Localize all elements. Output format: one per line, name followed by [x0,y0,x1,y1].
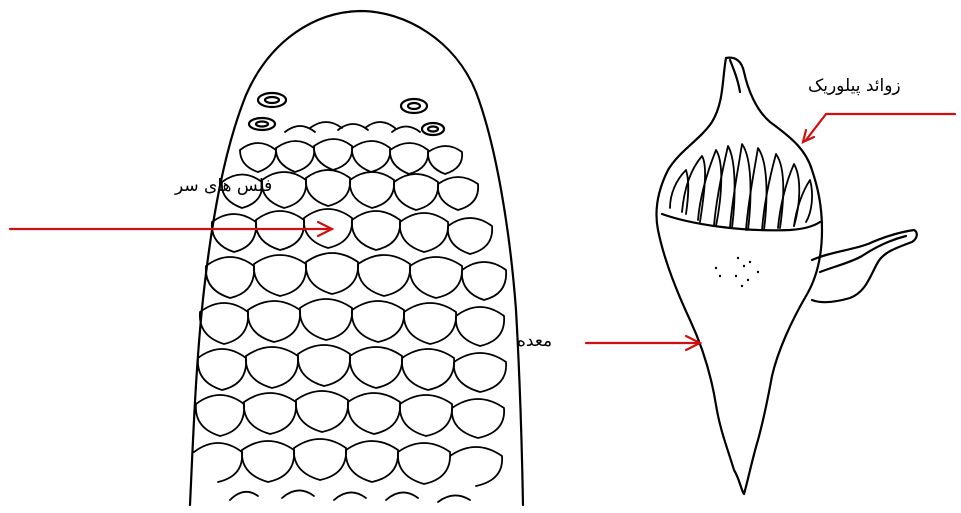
oesophagus-line [730,60,740,92]
label-head-scales: فلس های سر [175,178,272,195]
nostril-right-lower-inner [428,127,438,132]
label-stomach: معده [517,333,552,350]
stomach-outline [656,58,822,494]
arrow-pyloric-bend [806,114,826,140]
pointer-arrows [10,114,955,350]
pyloric-caeca [670,144,812,230]
nostril-left-upper [258,93,286,107]
label-pyloric-caeca: زوائد پیلوریک [808,78,901,95]
nostril-left-lower [249,118,275,130]
intestine-tube [812,230,917,302]
nostril-right-lower [422,123,444,135]
nostril-left-inner [265,97,279,103]
fish-head-drawing [190,11,523,505]
nostril-right-inner [408,103,420,109]
stomach-drawing [656,58,916,494]
nostril-left-lower-inner [256,122,268,127]
nostril-right-upper [401,99,427,113]
stomach-stipple [715,257,759,287]
